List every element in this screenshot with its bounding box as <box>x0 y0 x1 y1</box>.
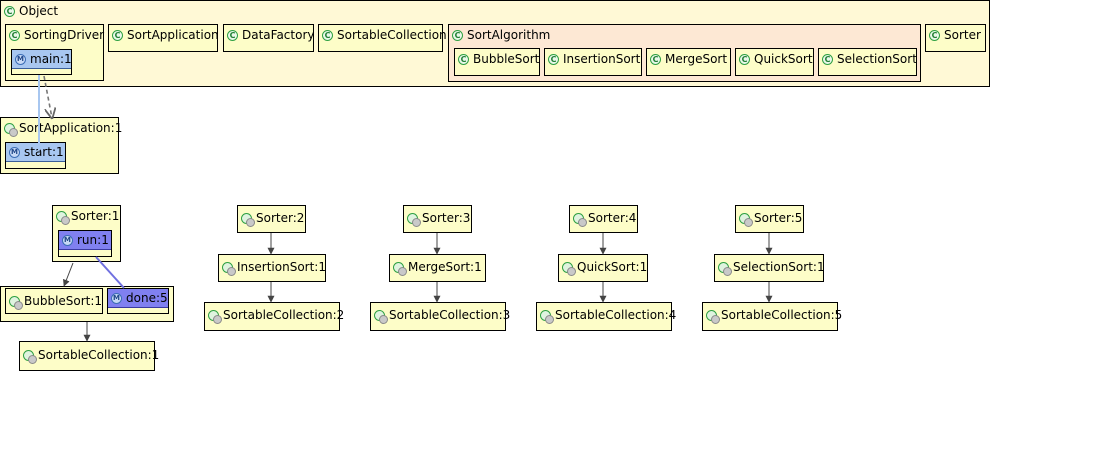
instance-icon <box>23 349 37 364</box>
instance-icon <box>4 122 18 137</box>
sorter2-instance[interactable]: Sorter:2 <box>237 205 306 233</box>
sort-algorithm-label: SortAlgorithm <box>467 28 551 42</box>
sorting-driver-class[interactable]: SortingDriver main:1 <box>5 24 104 81</box>
object-label: Object <box>19 4 59 18</box>
instance-icon <box>540 309 554 324</box>
class-icon <box>112 29 123 41</box>
instance-icon <box>374 309 388 324</box>
sort-algorithm-class[interactable]: SortAlgorithm BubbleSort InsertionSort M… <box>448 24 921 82</box>
sorter1-instance[interactable]: Sorter:1 run:1 <box>52 205 121 262</box>
sorter5-label: Sorter:5 <box>754 211 803 225</box>
sortable-collection4-label: SortableCollection:4 <box>555 308 677 322</box>
sorting-driver-label: SortingDriver <box>24 28 105 42</box>
merge-sort1-label: MergeSort:1 <box>408 260 482 274</box>
run-method-label: run:1 <box>77 233 109 247</box>
method-icon <box>62 234 73 246</box>
insertion-sort-label: InsertionSort <box>563 52 641 66</box>
bubble-sort1-instance[interactable]: BubbleSort:1 <box>5 288 103 314</box>
class-icon <box>9 29 20 41</box>
instance-icon <box>706 309 720 324</box>
bubble-sort-class[interactable]: BubbleSort <box>454 48 540 76</box>
class-icon <box>822 53 833 65</box>
merge-sort-label: MergeSort <box>665 52 728 66</box>
sorter-class[interactable]: Sorter <box>925 24 986 52</box>
selection-sort-class[interactable]: SelectionSort <box>818 48 917 76</box>
sortable-collection1-instance[interactable]: SortableCollection:1 <box>19 341 159 371</box>
sortable-collection3-label: SortableCollection:3 <box>389 308 511 322</box>
sortable-collection5-label: SortableCollection:5 <box>721 308 843 322</box>
bubble-sort1-label: BubbleSort:1 <box>24 294 103 308</box>
instance-icon <box>9 295 23 310</box>
selection-sort1-instance[interactable]: SelectionSort:1 <box>714 254 825 282</box>
sortable-collection-class[interactable]: SortableCollection <box>318 24 447 52</box>
class-icon <box>322 29 333 41</box>
quick-sort1-instance[interactable]: QuickSort:1 <box>558 254 648 282</box>
instance-icon <box>241 212 255 227</box>
insertion-sort-class[interactable]: InsertionSort <box>544 48 642 76</box>
class-icon <box>458 53 469 65</box>
quick-sort-label: QuickSort <box>754 52 813 66</box>
start-method-label: start:1 <box>24 145 64 159</box>
instance-icon <box>222 261 236 276</box>
sortable-collection1-label: SortableCollection:1 <box>38 348 160 362</box>
sorter1-label: Sorter:1 <box>71 209 120 223</box>
instance-icon <box>562 261 576 276</box>
sorter4-label: Sorter:4 <box>588 211 637 225</box>
sort-app-instance-label: SortApplication:1 <box>19 121 123 135</box>
method-icon <box>111 292 122 304</box>
sorter4-instance[interactable]: Sorter:4 <box>569 205 638 233</box>
sort-application-instance[interactable]: SortApplication:1 start:1 <box>0 117 123 174</box>
run-method-box[interactable]: run:1 <box>58 230 112 257</box>
class-icon <box>650 53 661 65</box>
sortable-collection4-instance[interactable]: SortableCollection:4 <box>536 302 676 331</box>
sortable-collection5-instance[interactable]: SortableCollection:5 <box>702 302 842 331</box>
instance-icon <box>718 261 732 276</box>
sortable-collection-label: SortableCollection <box>337 28 447 42</box>
selection-sort-label: SelectionSort <box>837 52 917 66</box>
instance-icon <box>208 309 222 324</box>
sorter-label: Sorter <box>944 28 981 42</box>
instance-icon <box>56 210 70 225</box>
arrow-sorter1-bubble <box>63 262 74 287</box>
class-icon <box>739 53 750 65</box>
data-factory-label: DataFactory <box>242 28 315 42</box>
main-method-box[interactable]: main:1 <box>11 49 72 75</box>
class-icon <box>548 53 559 65</box>
start-method-box[interactable]: start:1 <box>5 142 66 169</box>
bubble-sort-label: BubbleSort <box>473 52 540 66</box>
bubble-sort-container: BubbleSort:1 done:5 <box>0 286 174 322</box>
call-link-run-done <box>95 256 125 289</box>
class-icon <box>4 5 15 17</box>
instance-icon <box>393 261 407 276</box>
sorter5-instance[interactable]: Sorter:5 <box>735 205 804 233</box>
sorter2-label: Sorter:2 <box>256 211 305 225</box>
instance-icon <box>407 212 421 227</box>
method-icon <box>15 53 26 65</box>
sort-application-class[interactable]: SortApplication <box>108 24 219 52</box>
sortable-collection3-instance[interactable]: SortableCollection:3 <box>370 302 510 331</box>
data-factory-class[interactable]: DataFactory <box>223 24 315 52</box>
sort-application-label: SortApplication <box>127 28 219 42</box>
sorter3-instance[interactable]: Sorter:3 <box>403 205 472 233</box>
method-icon <box>9 146 20 158</box>
quick-sort1-label: QuickSort:1 <box>577 260 648 274</box>
sorter3-label: Sorter:3 <box>422 211 471 225</box>
sortable-collection2-label: SortableCollection:2 <box>223 308 345 322</box>
merge-sort-class[interactable]: MergeSort <box>646 48 731 76</box>
class-icon <box>452 29 463 41</box>
merge-sort1-instance[interactable]: MergeSort:1 <box>389 254 486 282</box>
insertion-sort1-label: InsertionSort:1 <box>237 260 326 274</box>
class-icon <box>929 29 940 41</box>
done-method-box[interactable]: done:5 <box>107 288 169 314</box>
selection-sort1-label: SelectionSort:1 <box>733 260 825 274</box>
instance-icon <box>573 212 587 227</box>
done-method-label: done:5 <box>126 291 168 305</box>
instance-icon <box>739 212 753 227</box>
quick-sort-class[interactable]: QuickSort <box>735 48 814 76</box>
create-link-main-sortapp <box>43 75 52 118</box>
main-method-label: main:1 <box>30 52 72 66</box>
class-icon <box>227 29 238 41</box>
